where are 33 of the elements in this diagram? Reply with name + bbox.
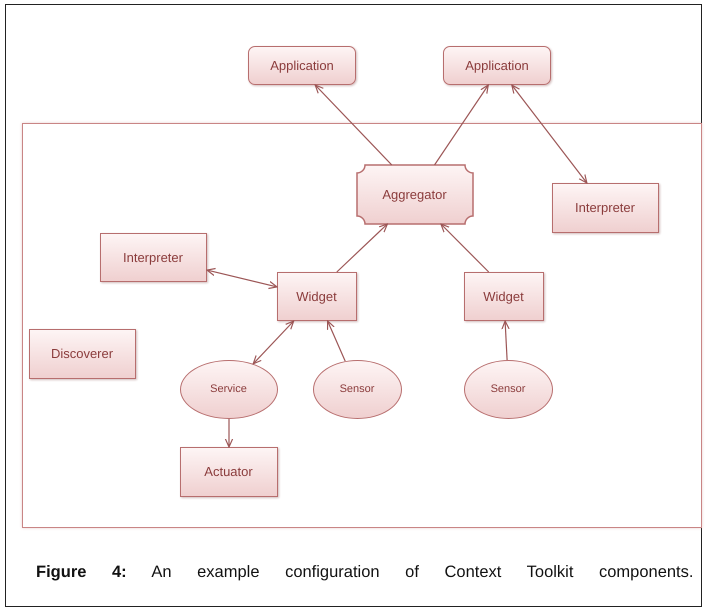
node-label: Sensor xyxy=(340,383,374,395)
aggregator-plaque xyxy=(356,164,472,224)
arrow xyxy=(440,223,490,272)
arrow xyxy=(314,84,392,166)
interpreter-box xyxy=(100,232,206,282)
arrow xyxy=(326,320,346,362)
node-label: Actuator xyxy=(204,464,253,479)
node-label: Application xyxy=(465,58,529,73)
node-label: Interpreter xyxy=(575,200,635,215)
node-label: Interpreter xyxy=(123,250,183,264)
arrow xyxy=(336,223,388,272)
node-label: Widget xyxy=(483,288,524,304)
arrow xyxy=(224,419,234,448)
arrow xyxy=(434,84,489,166)
widget-box xyxy=(276,272,356,320)
node-label: Discoverer xyxy=(50,346,114,361)
arrow xyxy=(252,320,294,364)
node-label: Application xyxy=(270,58,334,73)
widget-box xyxy=(464,272,544,320)
arrow xyxy=(501,320,510,360)
actuator-box xyxy=(180,446,278,496)
application-box xyxy=(248,46,356,85)
node-label: Service xyxy=(210,383,247,395)
figure-caption: Figure 4: An example configuration of Context Toolkit components. xyxy=(35,562,694,583)
discoverer-box xyxy=(28,328,136,378)
application-box xyxy=(443,46,551,85)
context-toolkit-frame xyxy=(22,123,702,528)
node-label: Aggregator xyxy=(382,186,447,202)
interpreter-box xyxy=(552,182,658,232)
node-label: Widget xyxy=(296,288,337,304)
arrow xyxy=(511,84,588,184)
arrow xyxy=(206,268,278,290)
node-label: Sensor xyxy=(490,383,526,395)
